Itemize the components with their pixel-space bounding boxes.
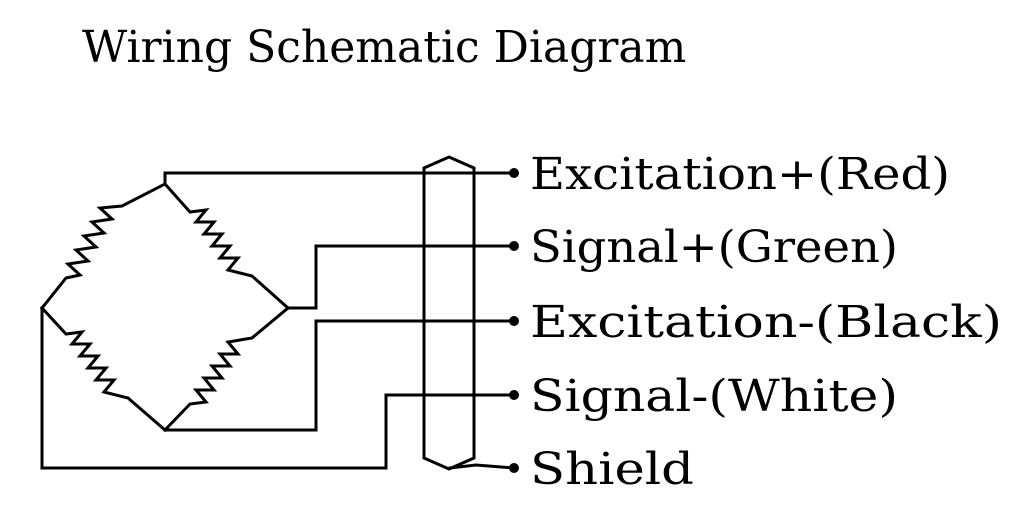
terminal-label-signal-minus: Signal-(White) <box>530 371 898 422</box>
wheatstone-bridge <box>39 181 291 433</box>
terminal-label-shield: Shield <box>530 444 694 495</box>
resistor-bottom-right <box>162 305 291 433</box>
terminal-dot-shield <box>509 463 519 473</box>
wire-shield-loop <box>40 306 388 470</box>
terminal-label-excitation-plus: Excitation+(Red) <box>530 149 950 200</box>
terminal-dots <box>509 168 519 473</box>
resistor-top-right <box>162 181 291 311</box>
wire-signal-plus <box>286 244 516 310</box>
terminal-dot-signal-minus <box>509 390 519 400</box>
terminal-dot-signal-plus <box>509 241 519 251</box>
wire-excitation-plus <box>163 171 516 186</box>
cable-shield <box>422 155 476 471</box>
wire-shield <box>448 463 516 470</box>
wire-signal-minus <box>384 393 516 470</box>
terminal-dot-excitation-minus <box>509 316 519 326</box>
resistor-bottom-left <box>39 305 168 433</box>
diagram-title: Wiring Schematic Diagram <box>82 22 686 73</box>
terminal-label-signal-plus: Signal+(Green) <box>530 222 898 273</box>
terminal-dot-excitation-plus <box>509 168 519 178</box>
lead-wires <box>40 171 516 470</box>
terminal-label-excitation-minus: Excitation-(Black) <box>530 297 1002 348</box>
resistor-top-left <box>39 181 168 311</box>
wire-excitation-minus <box>163 319 516 432</box>
